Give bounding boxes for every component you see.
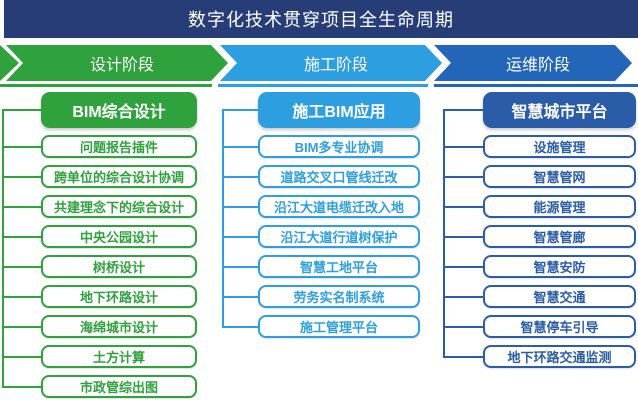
design-node: 海绵城市设计 (2, 315, 197, 338)
design-node: 共建理念下的综合设计 (2, 195, 197, 218)
design-node: 问题报告插件 (2, 135, 197, 158)
phase-arrow-operation: 运维阶段 (434, 45, 632, 81)
construction-column-header: 施工BIM应用 (222, 92, 420, 128)
construction-node: 道路交叉口管线迁改 (222, 165, 420, 188)
operation-node: 智慧停车引导 (443, 315, 636, 338)
design-node: 地下环路设计 (2, 285, 197, 308)
design-node: 土方计算 (2, 345, 197, 368)
construction-node: 沿江大道电缆迁改入地 (222, 195, 420, 218)
operation-bracket-line (443, 110, 445, 357)
construction-node: BIM多专业协调 (222, 135, 420, 158)
operation-node: 能源管理 (443, 195, 636, 218)
design-node: 跨单位的综合设计协调 (2, 165, 197, 188)
design-bracket-line (2, 110, 4, 387)
operation-node: 智慧管廊 (443, 225, 636, 248)
operation-underline (434, 84, 638, 87)
operation-node: 设施管理 (443, 135, 636, 158)
construction-node: 劳务实名制系统 (222, 285, 420, 308)
operation-node: 地下环路交通监测 (443, 345, 636, 368)
construction-bracket-line (222, 110, 224, 327)
phase-arrow-design: 设计阶段 (6, 45, 228, 81)
operation-node: 智慧交通 (443, 285, 636, 308)
operation-node: 智慧管网 (443, 165, 636, 188)
phase-arrow-construction: 施工阶段 (220, 45, 442, 81)
design-node: 树桥设计 (2, 255, 197, 278)
operation-column-header: 智慧城市平台 (443, 92, 636, 128)
design-node: 市政管综出图 (2, 375, 197, 398)
diagram-title: 数字化技术贯穿项目全生命周期 (4, 0, 638, 38)
construction-node: 施工管理平台 (222, 315, 420, 338)
construction-node: 沿江大道行道树保护 (222, 225, 420, 248)
design-node: 中央公园设计 (2, 225, 197, 248)
design-column-header: BIM综合设计 (2, 92, 197, 128)
construction-underline (218, 84, 428, 87)
construction-node: 智慧工地平台 (222, 255, 420, 278)
operation-node: 智慧安防 (443, 255, 636, 278)
design-underline (0, 84, 212, 87)
